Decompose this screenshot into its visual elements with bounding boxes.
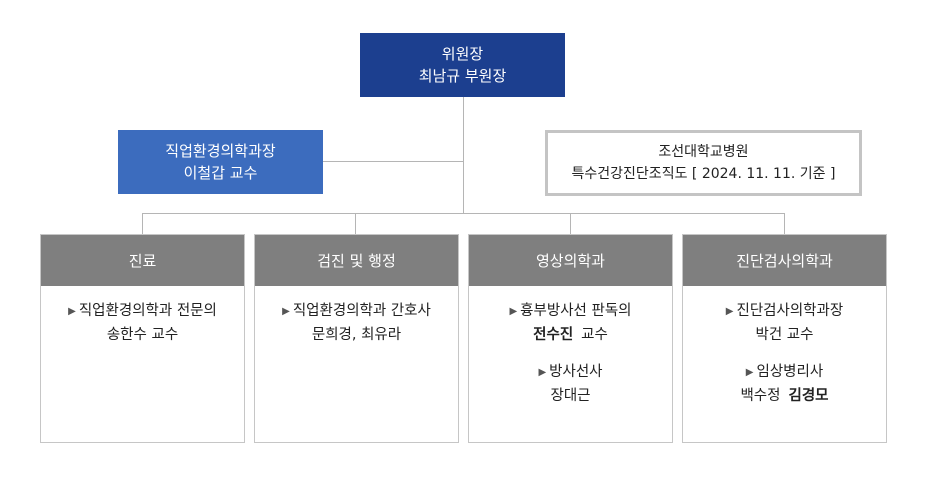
staff-names: 문희경, 최유라 [311,327,402,343]
caption-chart-title: 특수건강진단조직도 [ 2024. 11. 11. 기준 ] [571,166,836,182]
chair-title: 직업환경의학과장 [165,142,276,160]
dept-header: 진료 [41,235,244,286]
connector-dept-1 [142,213,143,234]
connector-director-down [463,97,464,214]
dept-checkup-admin: 검진 및 행정 ▶직업환경의학과 간호사 문희경, 최유라 [254,234,459,443]
connector-dept-2 [355,213,356,234]
caption-hospital: 조선대학교병원 [658,144,749,160]
dept-clinical: 진료 ▶직업환경의학과 전문의 송한수 교수 [40,234,245,443]
dept-header: 영상의학과 [469,235,672,286]
bullet-triangle-icon: ▶ [509,306,518,317]
director-title: 위원장 [441,45,484,63]
staff-name: 김경모 [788,388,829,404]
staff-role: 직업환경의학과 전문의 [78,303,217,319]
staff-entry: ▶직업환경의학과 간호사 문희경, 최유라 [255,300,458,347]
connector-dept-4 [784,213,785,234]
staff-names: 장대근 [550,388,591,404]
connector-chair [323,161,464,162]
director-name: 최남규 부원장 [418,67,507,85]
staff-names: 박건 교수 [755,327,814,343]
bullet-triangle-icon: ▶ [68,306,76,317]
staff-role: 직업환경의학과 간호사 [292,303,431,319]
org-chart-caption: 조선대학교병원 특수건강진단조직도 [ 2024. 11. 11. 기준 ] [545,130,862,196]
staff-name: 전수진 [533,327,574,343]
bullet-triangle-icon: ▶ [538,367,547,378]
staff-suffix: 교수 [581,327,608,343]
chair-box: 직업환경의학과장 이철갑 교수 [118,130,323,194]
dept-header: 진단검사의학과 [683,235,886,286]
staff-name: 백수정 [740,388,781,404]
staff-entry: ▶흉부방사선 판독의 전수진 교수 [469,300,672,347]
connector-dept-3 [570,213,571,234]
director-box: 위원장 최남규 부원장 [360,33,565,97]
staff-names: 송한수 교수 [106,327,179,343]
bullet-triangle-icon: ▶ [725,306,734,317]
staff-role: 흉부방사선 판독의 [520,303,632,319]
staff-role: 진단검사의학과장 [736,303,844,319]
dept-header: 검진 및 행정 [255,235,458,286]
staff-entry: ▶진단검사의학과장 박건 교수 [683,300,886,347]
staff-entry: ▶방사선사 장대근 [469,361,672,408]
bullet-triangle-icon: ▶ [745,367,754,378]
staff-role: 방사선사 [549,364,603,380]
staff-role: 임상병리사 [756,364,824,380]
bullet-triangle-icon: ▶ [282,306,290,317]
connector-horizontal [142,213,785,214]
staff-entry: ▶직업환경의학과 전문의 송한수 교수 [41,300,244,347]
chair-name: 이철갑 교수 [183,164,258,182]
staff-entry: ▶임상병리사 백수정 김경모 [683,361,886,408]
